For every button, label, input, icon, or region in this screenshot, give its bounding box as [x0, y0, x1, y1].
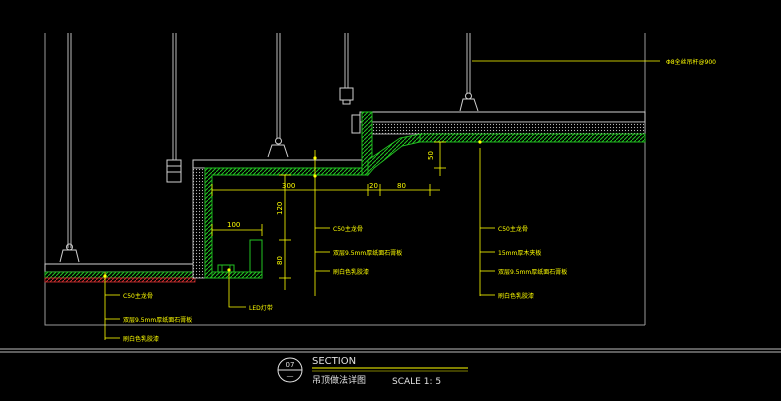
section-subtitle: 吊顶做法详图 — [312, 374, 366, 386]
dim-50: 50 — [427, 151, 435, 160]
detail-number: 07 — [286, 361, 295, 369]
label-left-main-keel: C50主龙骨 — [123, 292, 153, 300]
label-right-paint: 刷白色乳胶漆 — [498, 292, 534, 300]
label-mid-paint: 刷白色乳胶漆 — [333, 268, 369, 276]
dim-80: 80 — [397, 182, 406, 190]
drawing-frame — [44, 33, 646, 326]
label-right-main-keel: C50主龙骨 — [498, 225, 528, 233]
hanger-clips — [59, 87, 479, 263]
dim-120: 120 — [276, 202, 284, 215]
right-ceiling — [351, 111, 646, 177]
label-hanger-rod: Φ8全丝吊杆@900 — [666, 58, 716, 66]
dim-80b: 80 — [276, 256, 284, 265]
label-left-paint: 刷白色乳胶漆 — [123, 335, 159, 343]
sheet-border — [0, 348, 781, 353]
dim-20: 20 — [369, 182, 378, 190]
dimension-lines — [211, 141, 446, 290]
hanger-rods — [67, 33, 471, 248]
annotations: Φ8全丝吊杆@900 C50主龙骨 双层9.5mm厚纸面石膏板 刷白色乳胶漆 C… — [123, 58, 716, 343]
title-block: 07 — SECTION 吊顶做法详图 SCALE 1: 5 — [277, 356, 468, 387]
label-right-plywood: 15mm厚木夹板 — [498, 249, 541, 257]
section-heading: SECTION — [312, 356, 356, 367]
section-scale: SCALE 1: 5 — [392, 377, 441, 387]
leader-dots — [103, 140, 482, 278]
left-ceiling — [44, 263, 196, 283]
label-left-gypsum: 双层9.5mm厚纸面石膏板 — [123, 316, 192, 324]
label-mid-gypsum: 双层9.5mm厚纸面石膏板 — [333, 249, 402, 257]
dimension-texts: 300 20 80 50 120 100 80 — [227, 151, 435, 265]
label-led-strip: LED灯带 — [249, 304, 273, 312]
label-right-gypsum: 双层9.5mm厚纸面石膏板 — [498, 268, 567, 276]
dim-100: 100 — [227, 221, 240, 229]
dim-300: 300 — [282, 182, 295, 190]
detail-sheet: — — [287, 372, 294, 380]
label-mid-main-keel: C50主龙骨 — [333, 225, 363, 233]
leader-lines — [104, 60, 660, 340]
